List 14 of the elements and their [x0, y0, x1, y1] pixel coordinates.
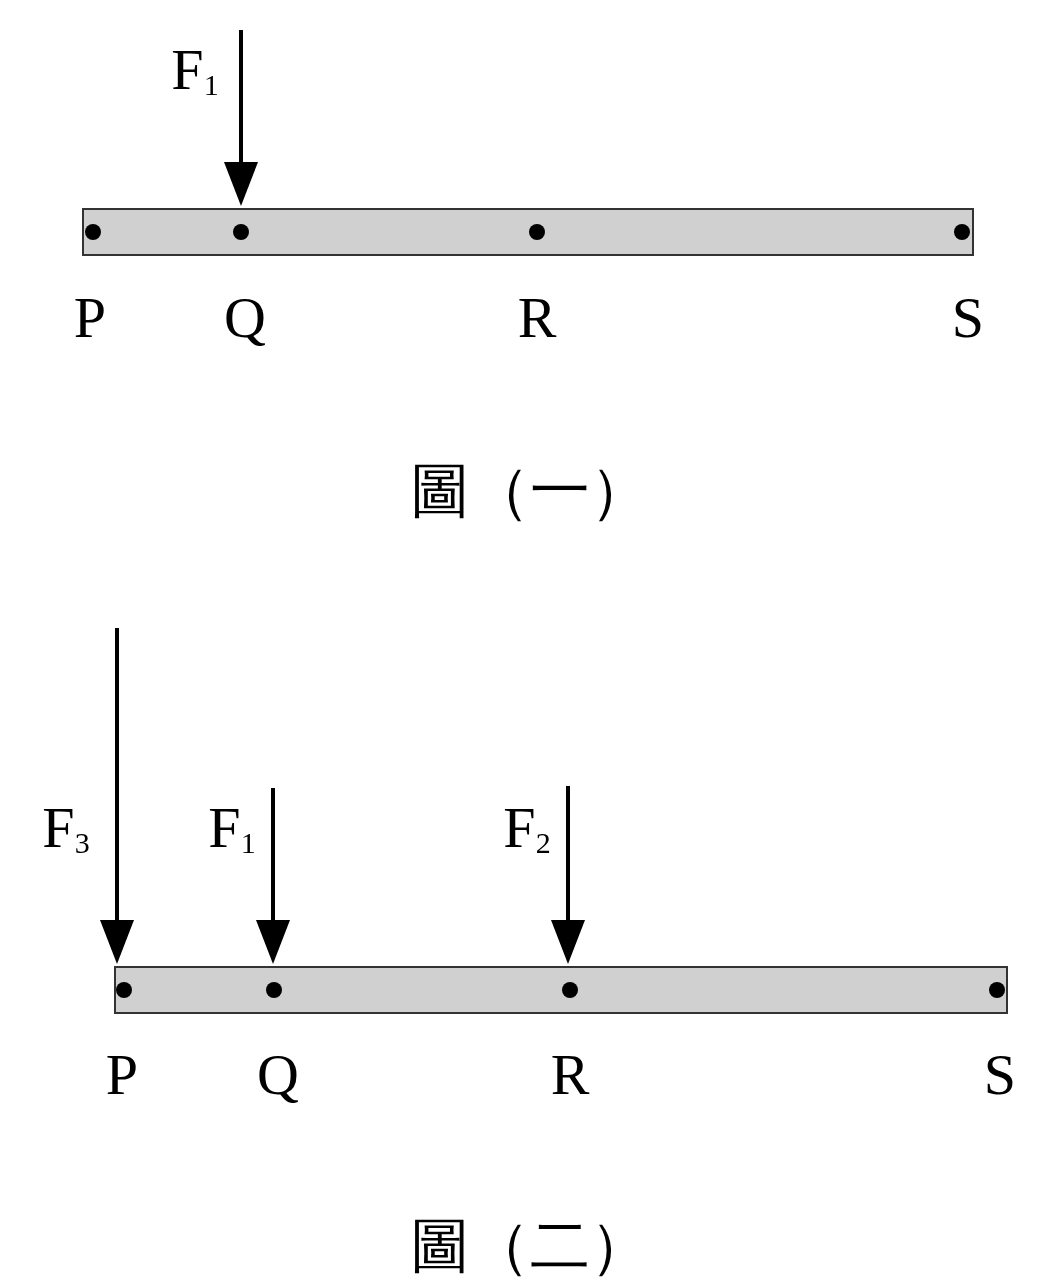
point-label: S [951, 289, 985, 347]
force-label: F$_{1}$ [171, 40, 219, 100]
force-label: F$_{1}$ [208, 798, 256, 858]
force-label: F$_{2}$ [503, 798, 551, 858]
point-label: S [983, 1046, 1017, 1104]
point-label: R [517, 289, 557, 347]
force-label: F$_{3}$ [42, 798, 90, 858]
point-label: P [105, 1046, 139, 1104]
point-label: Q [224, 289, 266, 347]
point-label: Q [257, 1046, 299, 1104]
figure-caption: 圖（二） [410, 1215, 650, 1275]
figure-caption: 圖（一） [410, 460, 650, 520]
point-label: P [73, 289, 107, 347]
point-label: R [550, 1046, 590, 1104]
